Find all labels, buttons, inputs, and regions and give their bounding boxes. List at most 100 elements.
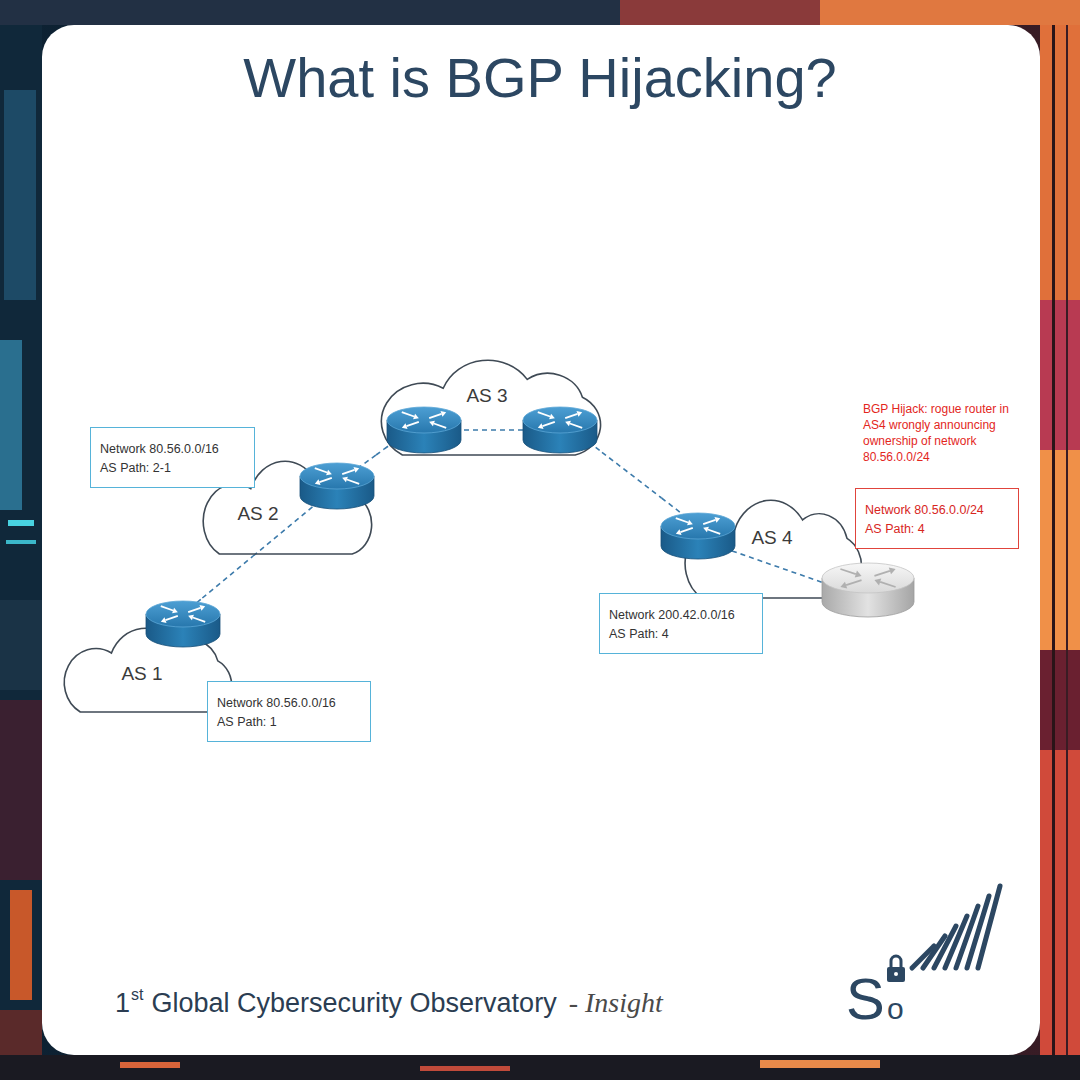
logo-letter: S xyxy=(846,970,885,1028)
as-name: AS 1 xyxy=(121,663,162,685)
router-arrow xyxy=(440,411,446,417)
router-icon xyxy=(387,407,461,453)
router-arrow xyxy=(402,412,414,416)
router-arrow xyxy=(161,606,173,610)
logo-letter: o xyxy=(887,994,904,1024)
router-arrow xyxy=(676,518,688,522)
as-name: AS 4 xyxy=(751,527,792,549)
footer-text: 1 xyxy=(115,987,130,1019)
diagram-title: What is BGP Hijacking? xyxy=(243,46,836,110)
router-icon xyxy=(523,407,597,453)
router-arrow xyxy=(315,468,327,472)
backdrop-patch xyxy=(1040,650,1080,750)
router-arrow xyxy=(676,529,682,535)
router-top xyxy=(146,601,220,627)
network-prefix: Network 200.42.0.0/16 xyxy=(609,606,735,625)
router-arrow xyxy=(549,414,555,420)
router-arrow xyxy=(315,479,321,485)
router-arrow xyxy=(434,423,446,427)
router-arrow xyxy=(407,422,419,426)
router-arrow xyxy=(687,520,693,526)
card xyxy=(42,25,1040,1055)
router-arrow xyxy=(874,579,881,586)
logo-lock xyxy=(887,967,905,982)
backdrop-patch xyxy=(0,1055,1080,1080)
router-arrow xyxy=(874,571,889,576)
as-link xyxy=(602,452,662,498)
router-arrow xyxy=(565,421,571,427)
footer-superscript: st xyxy=(131,985,143,1005)
as-path: AS Path: 4 xyxy=(865,520,925,539)
cloud-outline xyxy=(381,360,600,455)
route-box: Network 200.42.0.0/16AS Path: 4 xyxy=(599,593,763,654)
router-arrow xyxy=(429,414,441,418)
router-arrow xyxy=(576,411,582,417)
router-arrow xyxy=(161,617,167,623)
backdrop-patch xyxy=(820,0,1080,25)
logo-stripes xyxy=(912,886,1000,968)
route-box: Network 80.56.0.0/16AS Path: 1 xyxy=(207,681,371,742)
router-arrow xyxy=(703,520,715,524)
backdrop-patch xyxy=(1040,300,1080,450)
router-arrow xyxy=(880,582,895,587)
backdrop-patch xyxy=(1040,0,1080,1080)
backdrop-patch xyxy=(8,520,34,526)
as-name: AS 3 xyxy=(466,385,507,407)
router-arrow xyxy=(326,470,332,476)
backdrop-patch xyxy=(6,540,36,544)
router-arrow xyxy=(714,517,720,523)
network-prefix: Network 80.56.0.0/16 xyxy=(217,694,336,713)
router-arrow xyxy=(708,529,720,533)
backdrop-patch xyxy=(0,340,22,510)
router-arrow xyxy=(188,608,200,612)
router-arrow xyxy=(342,477,348,483)
router-icon xyxy=(146,601,220,647)
backdrop-patch xyxy=(0,0,42,1080)
as-cloud: AS 3 xyxy=(384,358,602,457)
logo-stripe xyxy=(978,886,1000,968)
network-prefix: Network 80.56.0.0/16 xyxy=(100,440,219,459)
backdrop-patch xyxy=(1066,0,1068,1080)
router-top xyxy=(822,563,914,593)
router-icon xyxy=(300,463,374,509)
backdrop-patch xyxy=(0,600,42,690)
router-arrow xyxy=(846,580,861,585)
as-path: AS Path: 4 xyxy=(609,625,669,644)
backdrop-patch xyxy=(10,890,32,1000)
router-arrow xyxy=(565,414,577,418)
router-arrow xyxy=(193,617,205,621)
footer-text: Global Cybersecurity Observatory xyxy=(151,987,556,1019)
router-arrow xyxy=(199,605,205,611)
backdrop-patch xyxy=(4,90,36,300)
hijack-note: BGP Hijack: rogue router in AS4 wrongly … xyxy=(863,401,1018,465)
backdrop-patch xyxy=(620,0,1080,25)
router-arrow xyxy=(538,423,544,429)
backdrop-patch xyxy=(760,1060,880,1068)
router-arrow xyxy=(320,478,332,482)
as-path: AS Path: 2-1 xyxy=(100,459,171,478)
backdrop-patch xyxy=(1040,750,1080,1080)
router-arrow xyxy=(840,582,847,589)
router-arrow xyxy=(413,414,419,420)
backdrop-patch xyxy=(420,1066,510,1071)
router-arrow xyxy=(402,423,408,429)
router-top xyxy=(387,407,461,433)
rogue-router xyxy=(822,563,914,617)
route-box: Network 80.56.0.0/16AS Path: 2-1 xyxy=(90,427,255,488)
router-arrow xyxy=(855,571,862,578)
router-top xyxy=(300,463,374,489)
router-arrow xyxy=(188,615,194,621)
router-arrow xyxy=(570,423,582,427)
as-link xyxy=(202,556,253,598)
backdrop-patch xyxy=(1052,0,1055,1080)
route-box: Network 80.56.0.0/24AS Path: 4 xyxy=(855,488,1019,549)
router-arrow xyxy=(347,479,359,483)
router-top xyxy=(661,513,735,539)
router-arrow xyxy=(681,528,693,532)
as-name: AS 2 xyxy=(237,503,278,525)
logo-lock xyxy=(894,972,898,976)
cloud-frame xyxy=(381,360,600,455)
backdrop-patch xyxy=(1040,450,1080,650)
router-arrow xyxy=(889,567,896,574)
